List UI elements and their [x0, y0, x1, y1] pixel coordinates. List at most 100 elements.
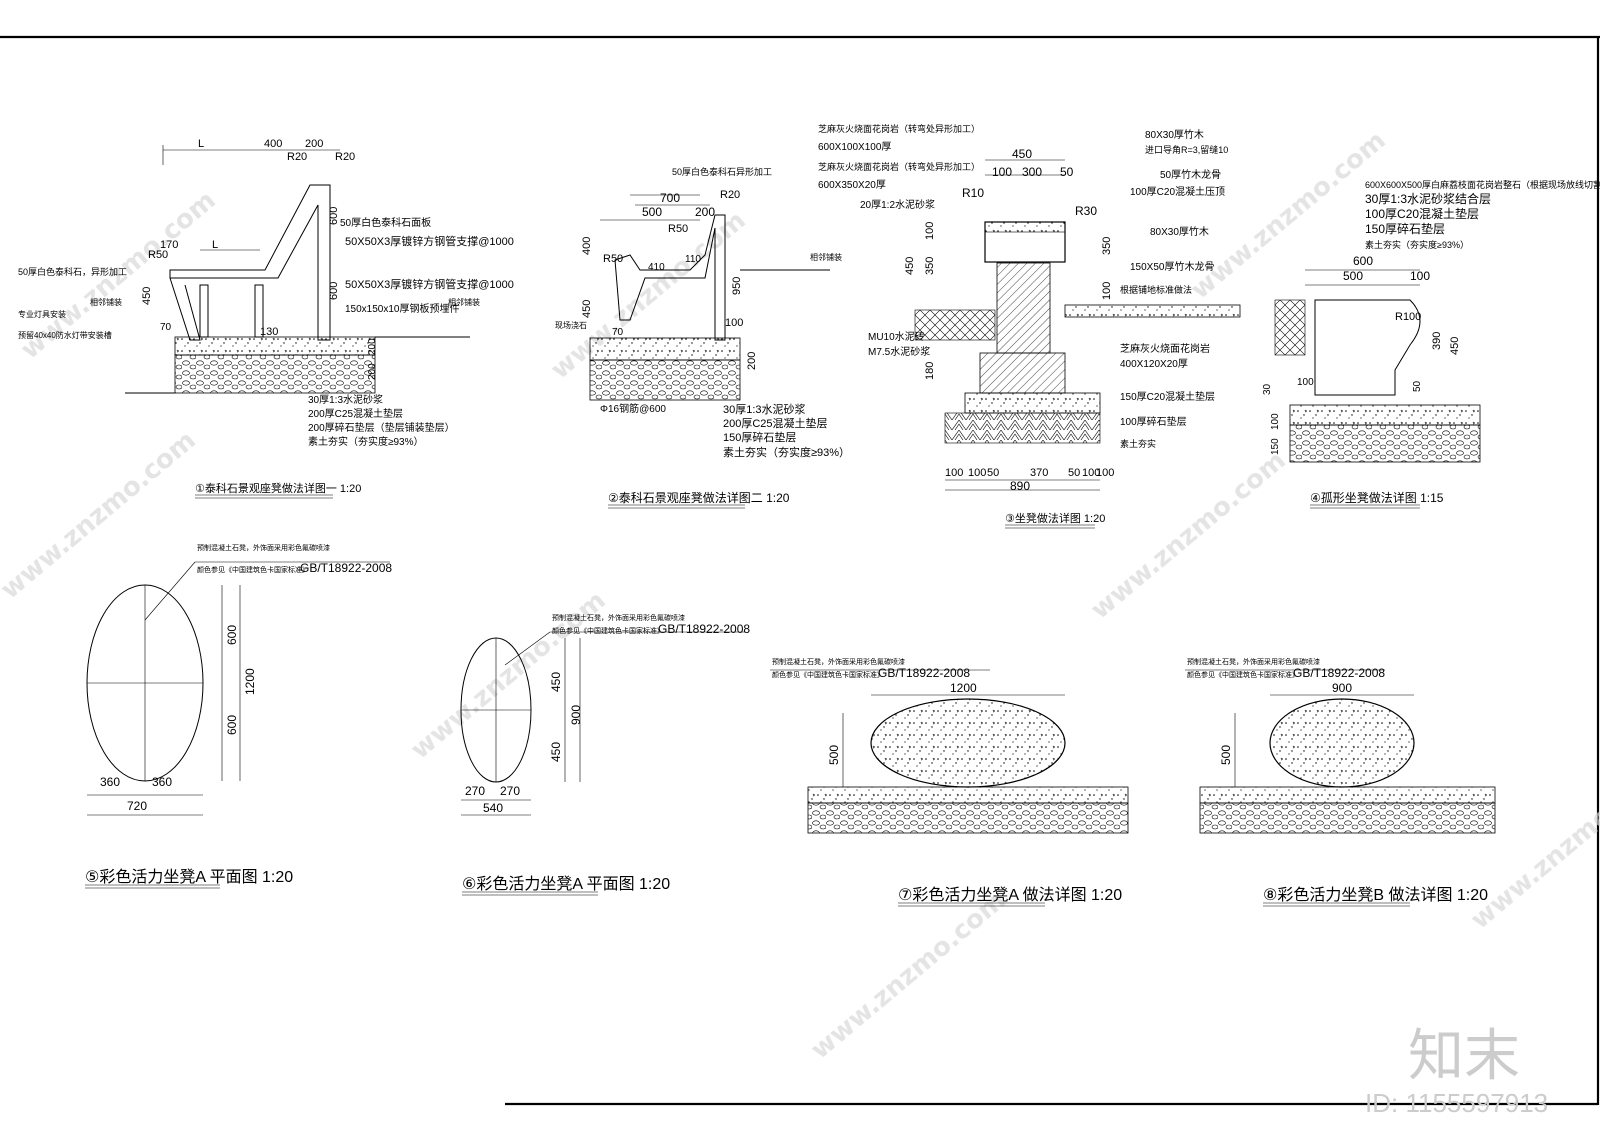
d6-dimension: 270 [465, 784, 485, 798]
d4-dimension: 30 [1262, 383, 1273, 395]
d3-dimension: 100 [1096, 467, 1114, 479]
d1-concrete-layer [174, 336, 376, 356]
d2-dimension: 500 [642, 205, 662, 219]
d1-dimension: 200 [367, 338, 378, 355]
d3-footing [979, 352, 1066, 394]
svg-text:www.znzmo.com: www.znzmo.com [405, 585, 611, 765]
d3-label: 80X30厚竹木 [1150, 225, 1209, 238]
detail-8 [1185, 669, 1496, 834]
d3-label: 20厚1:2水泥砂浆 [860, 198, 935, 211]
d6-note: 预制混凝土石凳，外饰面采用彩色氟碳喷漆 [552, 613, 685, 622]
d1-dimension: 600 [328, 207, 340, 225]
d1-label: 50X50X3厚镀锌方钢管支撑@1000 [345, 234, 514, 248]
d7-dimension: 500 [827, 745, 841, 765]
d1-dimension: 450 [141, 287, 153, 305]
d1-dimension: L [198, 138, 204, 150]
d6-note: GB/T18922-2008 [658, 622, 750, 636]
d2-seat-profile [614, 214, 726, 341]
d1-seat-profile [169, 184, 331, 341]
d8-note: GB/T18922-2008 [1293, 666, 1385, 680]
d4-dimension: 500 [1343, 269, 1363, 283]
d7-note: 预制混凝土石凳，外饰面采用彩色氟碳喷漆 [772, 657, 905, 666]
d2-dimension: 200 [746, 352, 758, 370]
detail-7 [770, 669, 1129, 834]
detail-3 [914, 159, 1241, 491]
d2-dimension: R50 [668, 223, 688, 235]
d5-dimension: 360 [152, 775, 172, 789]
d3-label: 芝麻灰火烧面花岗岩 [1120, 342, 1210, 355]
d2-label: 相邻铺装 [810, 252, 842, 262]
d5-note: 颜色参见《中国建筑色卡国家标准》 [197, 565, 309, 574]
d3-label: 50厚竹木龙骨 [1160, 168, 1221, 181]
d7-dimension: 1200 [950, 681, 977, 695]
d6-dimension: 540 [483, 801, 503, 815]
d3-label: 进口导角R=3,留缝10 [1145, 144, 1228, 155]
d6-dimension: 450 [549, 742, 563, 762]
d2-layer-note: 200厚C25混凝土垫层 [723, 416, 828, 430]
d3-dimension: 450 [904, 257, 916, 275]
d1-label: 相邻铺装 [448, 297, 480, 307]
detail-6-title: ⑥彩色活力坐凳A 平面图 1:20 [462, 875, 670, 893]
d1-layer-note: 200厚C25混凝土垫层 [308, 407, 403, 420]
d1-label: 50厚白色泰科石，异形加工 [18, 266, 127, 277]
detail-2 [589, 194, 830, 401]
d3-label: 80X30厚竹木 [1145, 128, 1204, 141]
d3-dimension: 100 [1082, 467, 1100, 479]
d3-dimension: 180 [924, 362, 936, 380]
d4-dimension: 100 [1270, 413, 1281, 430]
d4-dimension: 450 [1449, 337, 1461, 355]
d6-dimension: 900 [569, 705, 583, 725]
d4-stone-block [1314, 299, 1421, 396]
d3-dimension: 890 [1010, 479, 1030, 493]
d1-dimension: 200 [305, 138, 323, 150]
d4-dimension: R100 [1395, 311, 1421, 323]
d8-dimension: 500 [1219, 745, 1233, 765]
d1-dimension: R20 [287, 151, 307, 163]
d3-label: 芝麻灰火烧面花岗岩（转弯处异形加工） [818, 161, 980, 172]
detail-8-title: ⑧彩色活力坐凳B 做法详图 1:20 [1263, 886, 1488, 904]
d1-layer-note: 30厚1:3水泥砂浆 [308, 393, 383, 406]
d8-note: 颜色参见《中国建筑色卡国家标准》 [1187, 670, 1299, 679]
d2-dimension: 450 [581, 300, 593, 318]
d2-dimension: 700 [660, 191, 680, 205]
d3-label: MU10水泥砖 [868, 330, 925, 343]
d2-label: 50厚白色泰科石异形加工 [672, 166, 772, 177]
d1-gravel-layer [174, 354, 376, 394]
svg-text:www.znzmo.com: www.znzmo.com [1085, 445, 1291, 625]
d3-dimension: 300 [1022, 165, 1042, 179]
detail-2-title: ②泰科石景观座凳做法详图二 1:20 [608, 490, 790, 505]
d4-dimension: 600 [1353, 254, 1373, 268]
detail-7-title: ⑦彩色活力坐凳A 做法详图 1:20 [898, 886, 1122, 904]
d2-dimension: 110 [685, 254, 701, 265]
detail-3-title: ③坐凳做法详图 1:20 [1005, 511, 1105, 525]
title-underlines [85, 494, 1420, 907]
d3-label: 100厚C20混凝土压顶 [1130, 185, 1225, 198]
d3-label: 芝麻灰火烧面花岗岩（转弯处异形加工） [818, 123, 980, 134]
d2-dimension: R20 [720, 189, 740, 201]
d5-dimension: 360 [100, 775, 120, 789]
d3-label: 150X50厚竹木龙骨 [1130, 260, 1214, 273]
d2-dimension: 410 [648, 262, 665, 273]
d5-note: GB/T18922-2008 [300, 561, 392, 575]
d3-dimension: 350 [1101, 237, 1113, 255]
d2-layer-note: 150厚碎石垫层 [723, 430, 796, 444]
d1-dimension: 200 [367, 363, 378, 380]
d8-seat-elevation [1269, 698, 1415, 788]
d3-dimension: 370 [1030, 467, 1048, 479]
d4-label: 素土夯实（夯实度≥93%） [1365, 239, 1469, 250]
d3-dimension: 50 [1068, 467, 1080, 479]
d1-layer-note: 200厚碎石垫层（垫层铺装垫层） [308, 421, 455, 434]
d1-label: 50X50X3厚镀锌方钢管支撑@1000 [345, 277, 514, 291]
d4-label: 600X600X500厚白麻荔枝面花岗岩整石（根据现场放线切割） [1365, 179, 1600, 190]
d7-seat-elevation [870, 698, 1066, 788]
d3-dimension: 100 [945, 467, 963, 479]
d2-dimension: 70 [612, 327, 624, 338]
d1-label: 150x150x10厚钢板预埋件 [345, 302, 460, 315]
d2-dimension: 200 [695, 205, 715, 219]
d1-dimension: 170 [160, 239, 178, 251]
d7-note: 颜色参见《中国建筑色卡国家标准》 [772, 670, 884, 679]
d3-dimension: 350 [924, 257, 936, 275]
d1-dimension: L [212, 239, 218, 251]
